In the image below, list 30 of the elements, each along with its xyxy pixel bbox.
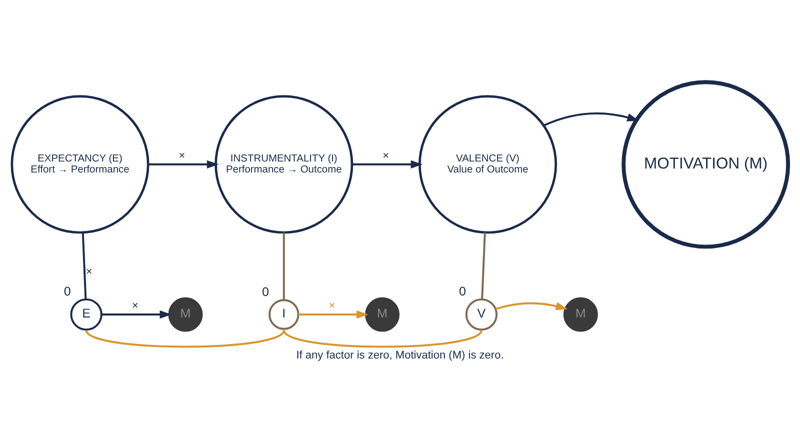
connector	[282, 232, 285, 300]
edge-label: ×	[178, 150, 186, 162]
connector	[86, 330, 285, 348]
edge-label: ×	[382, 150, 390, 162]
node-circle: INSTRUMENTALITY (I) Performance → Outcome	[214, 95, 354, 234]
node-label: 0	[262, 284, 269, 299]
arrow	[298, 310, 368, 319]
node-label: 0	[64, 284, 71, 298]
node-circle: VALENCE (V) Value of Outcome	[418, 95, 558, 234]
node-circle: EXPECTANCY (E) Effort → Performance	[10, 95, 150, 234]
node-circle: MOTIVATION (M)	[622, 80, 790, 249]
node-circle: M	[365, 297, 400, 332]
node-circle: V	[465, 298, 498, 331]
node-label: 0	[459, 284, 466, 298]
edge-label: ×	[328, 300, 336, 312]
connector	[82, 232, 87, 300]
node-circle: I	[268, 299, 300, 330]
connector	[481, 232, 486, 300]
arrow	[148, 160, 219, 169]
caption: If any factor is zero, Motivation (M) is zero.	[296, 350, 504, 362]
edge-label: ×	[86, 266, 92, 278]
arrow	[352, 160, 423, 169]
arrow	[496, 302, 568, 310]
node-circle: M	[168, 297, 203, 332]
node-circle: E	[70, 298, 102, 331]
arrow	[543, 112, 640, 126]
arrow	[101, 310, 172, 319]
node-circle: M	[563, 297, 598, 332]
edge-label: ×	[132, 300, 138, 312]
connector	[283, 330, 482, 348]
